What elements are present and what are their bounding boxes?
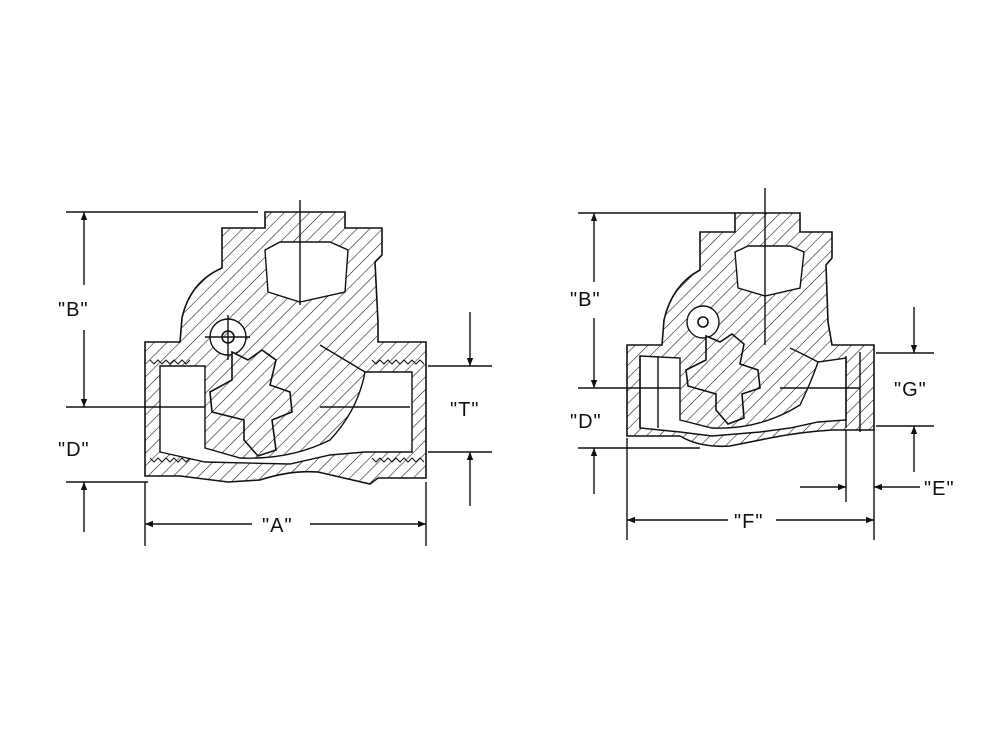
- socket-label-g: "G": [894, 379, 927, 401]
- socket-bonnet-cavity: [734, 245, 805, 297]
- socket-label-f: "F": [734, 511, 763, 533]
- threaded-label-b: "B": [58, 299, 89, 321]
- threaded-swing-disc: [209, 349, 293, 457]
- socket-left-bore: [639, 356, 659, 428]
- threaded-label-t: "T": [450, 399, 479, 421]
- socket-label-e: "E": [924, 478, 955, 500]
- socket-label-d: "D": [570, 411, 602, 433]
- socket-hinge-pin-core: [697, 316, 709, 328]
- threaded-flow-cavity: [159, 365, 413, 465]
- socket-weld-valve-view: "B" "D" "G" "E" "F": [570, 188, 955, 540]
- socket-flow-cavity: [639, 355, 847, 437]
- threaded-seat-line: [319, 344, 366, 373]
- threaded-valve-view: "B" "D" "T" "A": [58, 200, 492, 546]
- socket-right-bore: [845, 352, 861, 432]
- threaded-label-a: "A": [262, 515, 293, 537]
- socket-seat-line: [789, 347, 819, 363]
- threaded-right-threads: [371, 359, 425, 463]
- socket-label-b: "B": [570, 289, 601, 311]
- threaded-label-d: "D": [58, 439, 90, 461]
- socket-swing-disc: [685, 333, 761, 425]
- threaded-left-threads: [149, 359, 191, 463]
- threaded-bonnet-cavity: [264, 241, 349, 303]
